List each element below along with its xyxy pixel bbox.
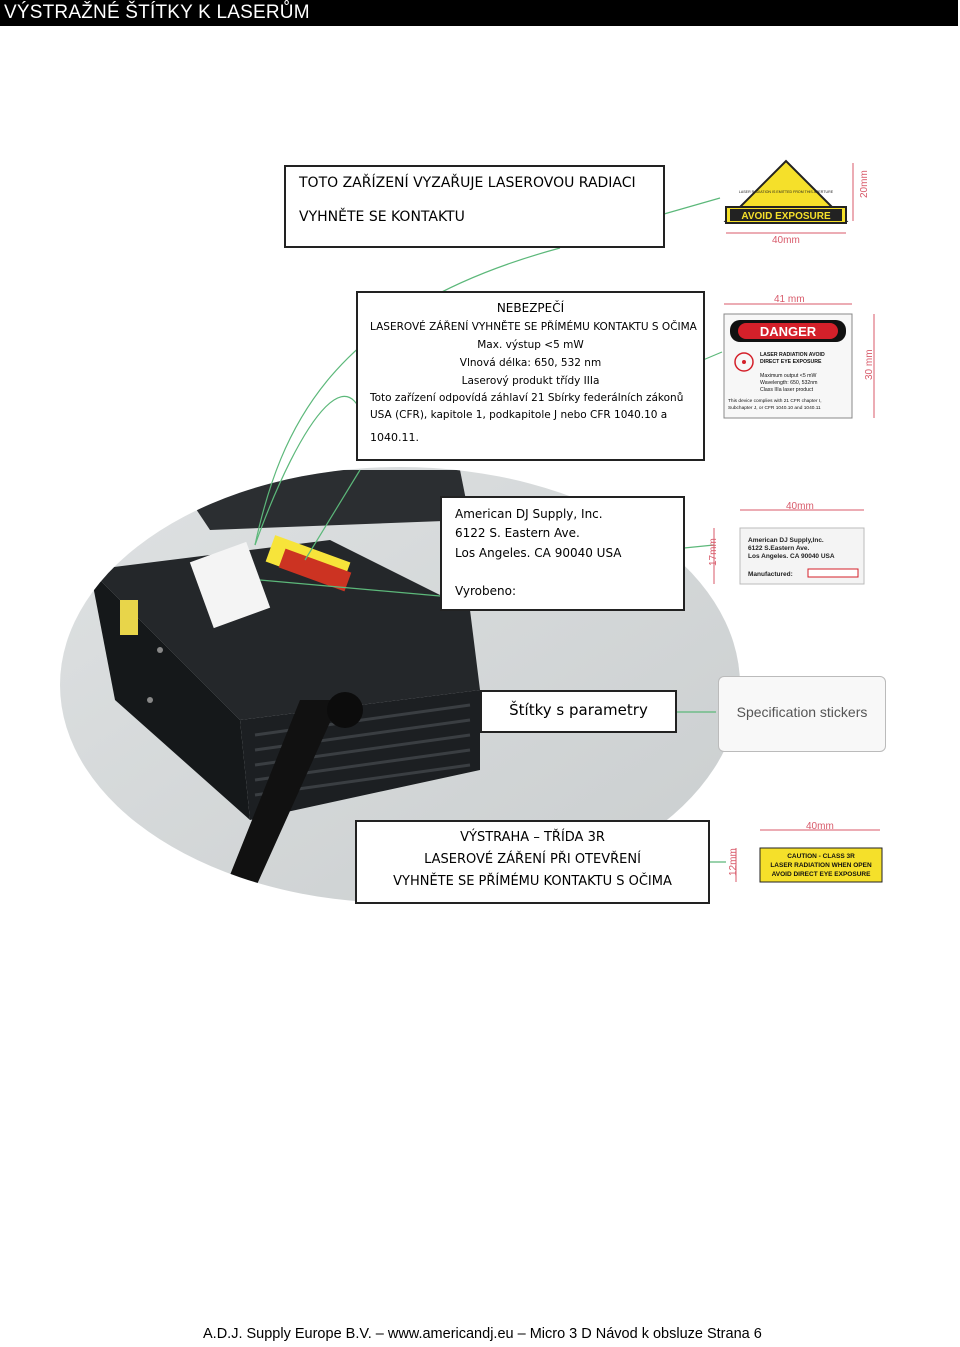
danger-sticker-title: DANGER xyxy=(760,324,817,339)
avoid-sticker-small: LASER RADIATION IS EMITTED FROM THIS APE… xyxy=(739,190,834,194)
danger-line-5: Toto zařízení odpovídá záhlaví 21 Sbírky… xyxy=(370,392,684,404)
caution-sticker-l1: CAUTION - CLASS 3R xyxy=(787,853,855,860)
danger-sticker-height: 30 mm xyxy=(864,349,875,380)
spec-label-box: Štítky s parametry xyxy=(480,690,677,733)
adj-sticker-l3: Los Angeles. CA 90040 USA xyxy=(748,553,835,560)
adj-sticker-l1: American DJ Supply,Inc. xyxy=(748,537,824,544)
danger-line-4: Laserový produkt třídy IIIa xyxy=(461,375,600,387)
warning-line-1: VÝSTRAHA – TŘÍDA 3R xyxy=(460,830,605,845)
danger-line-1: LASEROVÉ ZÁŘENÍ VYHNĚTE SE PŘÍMÉMU KONTA… xyxy=(370,321,697,333)
radiation-line-1: TOTO ZAŘÍZENÍ VYZAŘUJE LASEROVOU RADIACI xyxy=(299,175,636,191)
danger-title: NEBEZPEČÍ xyxy=(496,301,565,315)
avoid-sticker-main: AVOID EXPOSURE xyxy=(741,211,831,222)
danger-line-7: 1040.11. xyxy=(370,431,419,444)
warning-box: VÝSTRAHA – TŘÍDA 3R LASEROVÉ ZÁŘENÍ PŘI … xyxy=(355,820,710,904)
header-bar xyxy=(0,0,958,26)
danger-sticker-t6: This device complies with 21 CFR chapter… xyxy=(728,398,822,404)
danger-line-2: Max. výstup <5 mW xyxy=(477,339,584,351)
avoid-exposure-sticker: AVOID EXPOSURE LASER RADIATION IS EMITTE… xyxy=(723,159,870,246)
page-footer: A.D.J. Supply Europe B.V. – www.american… xyxy=(203,1326,762,1342)
danger-line-6: USA (CFR), kapitole 1, podkapitole J neb… xyxy=(370,409,668,421)
warning-line-2: LASEROVÉ ZÁŘENÍ PŘI OTEVŘENÍ xyxy=(424,852,641,867)
danger-sticker-t2: DIRECT EYE EXPOSURE xyxy=(760,359,822,365)
danger-sticker-t4: Wavelength: 650, 532nm xyxy=(760,380,817,386)
manufactured-label: Vyrobeno: xyxy=(455,584,516,598)
adj-address-sticker: 40mm American DJ Supply,Inc. 6122 S.East… xyxy=(708,501,865,585)
adj-sticker-l4: Manufactured: xyxy=(748,571,793,578)
danger-sticker-width: 41 mm xyxy=(774,294,805,305)
danger-line-3: Vlnová délka: 650, 532 nm xyxy=(459,357,602,369)
caution-sticker: 40mm CAUTION - CLASS 3R LASER RADIATION … xyxy=(728,821,883,883)
caution-sticker-l2: LASER RADIATION WHEN OPEN xyxy=(770,862,872,869)
danger-sticker-t1: LASER RADIATION AVOID xyxy=(760,352,825,358)
page-title: VÝSTRAŽNÉ ŠTÍTKY K LASERŮM xyxy=(4,2,310,23)
adj-sticker-l2: 6122 S.Eastern Ave. xyxy=(748,545,809,552)
address-line-3: Los Angeles. CA 90040 USA xyxy=(455,546,622,560)
adj-sticker-width: 40mm xyxy=(786,501,814,512)
caution-sticker-width: 40mm xyxy=(806,821,834,832)
danger-notice-box: NEBEZPEČÍ LASEROVÉ ZÁŘENÍ VYHNĚTE SE PŘÍ… xyxy=(356,291,705,461)
danger-sticker-t7: Subchapter J, or CFR 1040.10 and 1040.11 xyxy=(728,405,821,411)
danger-sticker-t3: Maximum output <5 mW xyxy=(760,373,816,379)
caution-sticker-l3: AVOID DIRECT EYE EXPOSURE xyxy=(772,871,872,878)
address-line-2: 6122 S. Eastern Ave. xyxy=(455,526,580,540)
spec-sticker-label: Specification stickers xyxy=(736,704,868,720)
avoid-sticker-width: 40mm xyxy=(772,235,800,246)
caution-sticker-height: 12mm xyxy=(728,848,739,876)
address-line-1: American DJ Supply, Inc. xyxy=(455,507,603,521)
warning-line-3: VYHNĚTE SE PŘÍMÉMU KONTAKTU S OČIMA xyxy=(393,874,672,889)
address-box: American DJ Supply, Inc. 6122 S. Eastern… xyxy=(440,496,685,611)
danger-sticker-t5: Class IIIa laser product xyxy=(760,387,814,393)
spec-label: Štítky s parametry xyxy=(509,701,648,719)
adj-sticker-height: 17mm xyxy=(708,538,719,566)
spec-sticker-image: Specification stickers xyxy=(718,676,886,752)
danger-sticker: 41 mm DANGER LASER RADIATION AVOID DIREC… xyxy=(723,294,875,419)
avoid-sticker-height: 20mm xyxy=(859,170,870,198)
radiation-notice-box: TOTO ZAŘÍZENÍ VYZAŘUJE LASEROVOU RADIACI… xyxy=(284,165,665,248)
radiation-line-2: VYHNĚTE SE KONTAKTU xyxy=(299,209,465,225)
